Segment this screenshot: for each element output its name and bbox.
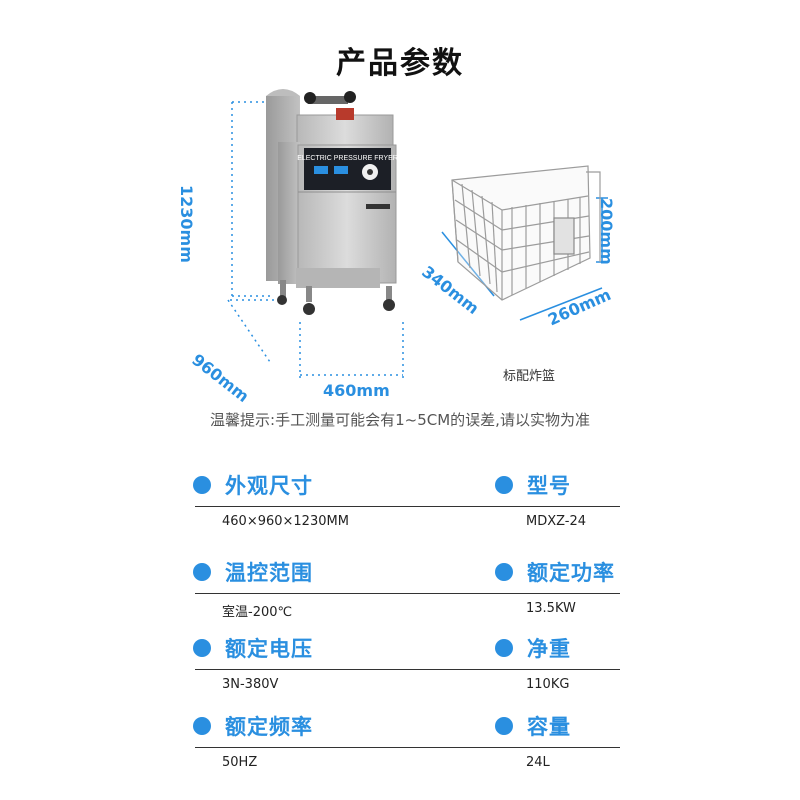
spec-value: 室温-200℃	[222, 605, 293, 620]
spec-label: 温控范围	[225, 561, 313, 585]
spec-value: 13.5KW	[526, 601, 576, 616]
spec-value: 3N-380V	[222, 677, 279, 692]
measurement-note: 温馨提示:手工测量可能会有1~5CM的误差,请以实物为准	[210, 411, 590, 429]
bullet-dot-icon	[193, 563, 211, 581]
spec-heading: 额定频率	[193, 711, 313, 741]
row-divider	[195, 747, 620, 748]
dimension-guides	[227, 101, 404, 378]
spec-label: 额定功率	[527, 561, 615, 585]
spec-heading: 额定电压	[193, 633, 313, 663]
basket-caption: 标配炸篮	[503, 369, 556, 384]
bullet-dot-icon	[193, 717, 211, 735]
bullet-dot-icon	[495, 563, 513, 581]
spec-heading: 外观尺寸	[193, 470, 313, 500]
basket-depth-dimension: 340mm	[418, 262, 483, 319]
depth-dimension: 960mm	[188, 350, 253, 407]
row-divider	[195, 593, 620, 594]
basket-width-dimension: 260mm	[545, 284, 614, 330]
fryer-body: ELECTRIC PRESSURE FRYER	[266, 89, 398, 315]
spec-value: 24L	[526, 755, 550, 770]
spec-value: MDXZ-24	[526, 514, 587, 529]
row-divider	[195, 669, 620, 670]
spec-value: 110KG	[526, 677, 570, 692]
width-dimension: 460mm	[323, 381, 390, 400]
panel-label: ELECTRIC PRESSURE FRYER	[297, 155, 398, 162]
bullet-dot-icon	[193, 639, 211, 657]
spec-value: 50HZ	[222, 755, 258, 770]
height-dimension: 1230mm	[177, 185, 196, 263]
spec-label: 额定频率	[225, 715, 313, 739]
spec-label: 型号	[527, 474, 571, 498]
bullet-dot-icon	[495, 476, 513, 494]
spec-label: 外观尺寸	[225, 474, 313, 498]
spec-heading: 容量	[495, 711, 571, 741]
spec-label: 容量	[527, 715, 571, 739]
spec-label: 净重	[527, 637, 571, 661]
spec-heading: 净重	[495, 633, 571, 663]
spec-heading: 温控范围	[193, 557, 313, 587]
page-title: 产品参数	[336, 46, 464, 81]
spec-value: 460×960×1230MM	[222, 514, 349, 529]
basket-height-dimension: 200mm	[597, 198, 616, 265]
spec-heading: 型号	[495, 470, 571, 500]
bullet-dot-icon	[495, 639, 513, 657]
bullet-dot-icon	[193, 476, 211, 494]
spec-label: 额定电压	[225, 637, 313, 661]
bullet-dot-icon	[495, 717, 513, 735]
fry-basket	[451, 165, 601, 301]
row-divider	[195, 506, 620, 507]
spec-heading: 额定功率	[495, 557, 615, 587]
